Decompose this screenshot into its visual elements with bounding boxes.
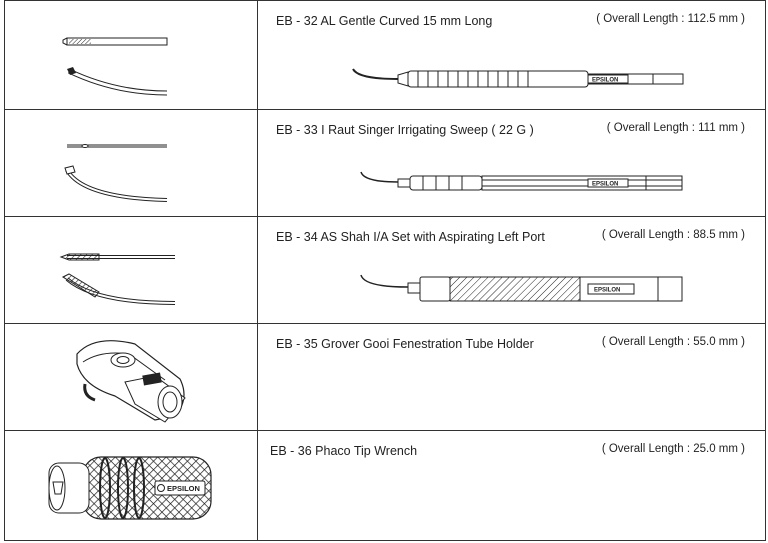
overall-length: ( Overall Length : 111 mm ) <box>606 122 745 134</box>
instrument-illustration: EPSILON <box>360 274 683 302</box>
brand-logo: EPSILON <box>592 182 618 188</box>
instrument-illustration: EPSILON <box>360 171 683 191</box>
tip-illustration-cell <box>5 217 258 323</box>
tip-illustration-cell <box>5 1 258 109</box>
catalog-row: EB - 33 I Raut Singer Irrigating Sweep (… <box>5 109 765 216</box>
tip-illustration-cell <box>5 110 258 216</box>
catalog-row: EB - 35 Grover Gooi Fenestration Tube Ho… <box>5 323 765 430</box>
tube-holder-illustration <box>76 340 186 423</box>
instrument-illustration: EPSILON <box>352 68 684 88</box>
tip-illustration-cell: EPSILON <box>5 431 258 541</box>
product-title: EB - 36 Phaco Tip Wrench <box>270 444 418 458</box>
overall-length: ( Overall Length : 25.0 mm ) <box>601 443 745 455</box>
irrigating-tip-illustration <box>64 144 168 202</box>
brand-logo: EPSILON <box>594 288 620 294</box>
overall-length: ( Overall Length : 88.5 mm ) <box>601 229 745 241</box>
curved-tip-illustration <box>62 37 168 96</box>
catalog-row: EB - 34 AS Shah I/A Set with Aspirating … <box>5 216 765 323</box>
tip-illustration-cell <box>5 324 258 430</box>
product-title: EB - 32 AL Gentle Curved 15 mm Long <box>276 14 493 28</box>
wrench-illustration: EPSILON <box>48 456 212 520</box>
catalog-row: EPSILON EB - 36 Phaco Tip Wrench ( Overa… <box>5 430 765 541</box>
overall-length: ( Overall Length : 112.5 mm ) <box>596 13 745 25</box>
catalog-table: EB - 32 AL Gentle Curved 15 mm Long ( Ov… <box>4 0 766 541</box>
brand-logo: EPSILON <box>167 484 200 493</box>
product-title: EB - 33 I Raut Singer Irrigating Sweep (… <box>276 123 534 137</box>
product-title: EB - 34 AS Shah I/A Set with Aspirating … <box>276 230 545 244</box>
aspirating-tip-illustration <box>59 253 176 305</box>
overall-length: ( Overall Length : 55.0 mm ) <box>601 336 745 348</box>
catalog-row: EB - 32 AL Gentle Curved 15 mm Long ( Ov… <box>5 0 765 109</box>
brand-logo: EPSILON <box>592 78 618 84</box>
product-title: EB - 35 Grover Gooi Fenestration Tube Ho… <box>276 337 534 351</box>
